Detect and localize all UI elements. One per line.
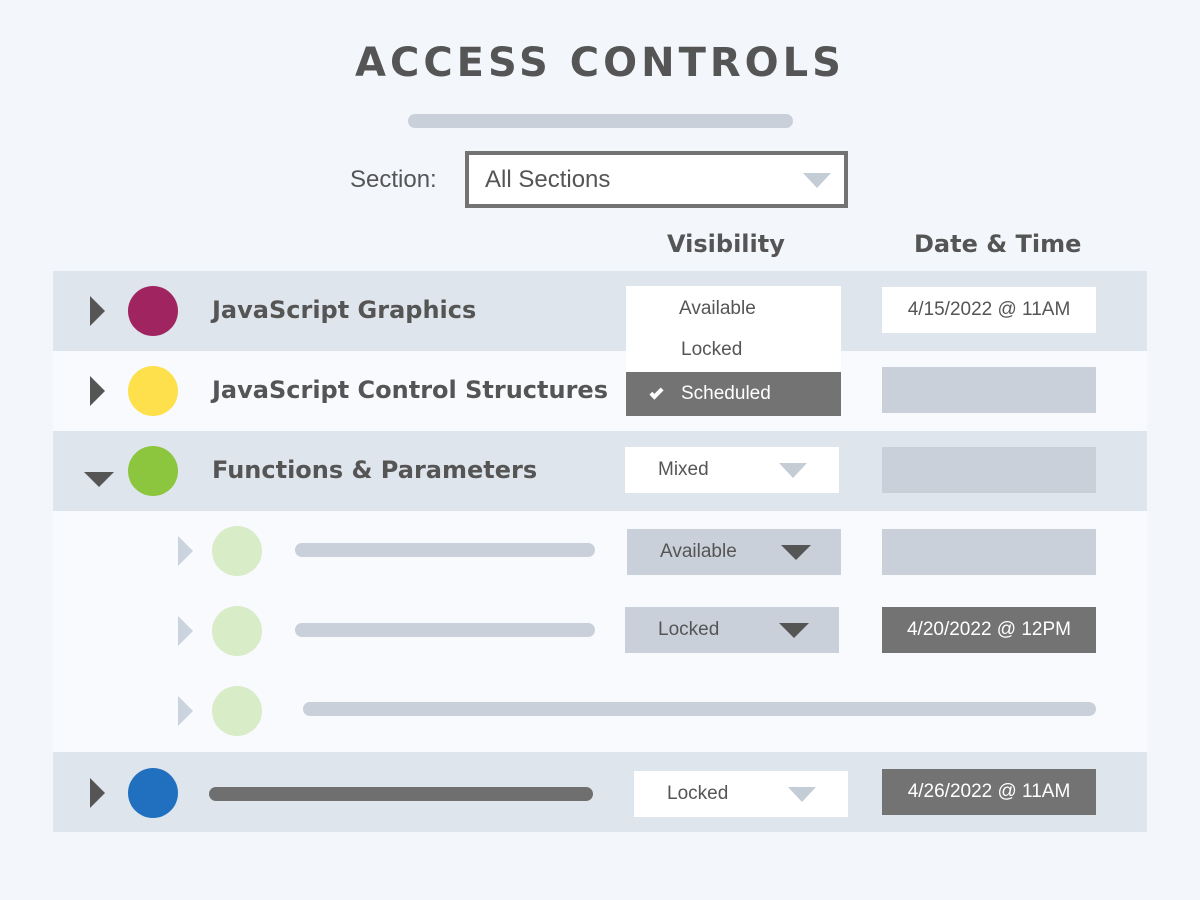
menu-item-available[interactable]: Available bbox=[679, 298, 756, 319]
chevron-down-icon bbox=[781, 545, 811, 560]
row-label-placeholder bbox=[209, 787, 593, 801]
datetime-value: 4/15/2022 @ 11AM bbox=[907, 299, 1071, 320]
visibility-select-value: Locked bbox=[658, 619, 720, 640]
visibility-dropdown-menu: Available Locked Scheduled bbox=[626, 286, 841, 416]
datetime-field[interactable]: 4/26/2022 @ 11AM bbox=[882, 769, 1096, 815]
visibility-select-value: Mixed bbox=[658, 459, 709, 480]
expand-caret-icon[interactable] bbox=[178, 696, 193, 726]
chevron-down-icon bbox=[779, 623, 809, 638]
visibility-select-value: Available bbox=[660, 541, 737, 562]
chevron-down-icon bbox=[788, 787, 816, 802]
chevron-down-icon bbox=[779, 463, 807, 478]
status-dot bbox=[212, 606, 262, 656]
menu-item-locked[interactable]: Locked bbox=[681, 339, 743, 360]
menu-item-scheduled[interactable]: Scheduled bbox=[626, 372, 841, 416]
status-dot bbox=[128, 366, 178, 416]
status-dot bbox=[128, 286, 178, 336]
status-dot bbox=[128, 768, 178, 818]
collapse-caret-icon[interactable] bbox=[84, 472, 114, 487]
chevron-down-icon bbox=[803, 173, 831, 188]
section-select[interactable]: All Sections bbox=[465, 151, 848, 208]
datetime-field[interactable] bbox=[882, 529, 1096, 575]
expand-caret-icon[interactable] bbox=[90, 376, 105, 406]
datetime-field[interactable]: 4/20/2022 @ 12PM bbox=[882, 607, 1096, 653]
status-dot bbox=[128, 446, 178, 496]
datetime-field[interactable] bbox=[882, 367, 1096, 413]
section-filter-label: Section: bbox=[350, 166, 437, 193]
row-label: Functions & Parameters bbox=[212, 456, 538, 484]
datetime-field[interactable]: 4/15/2022 @ 11AM bbox=[882, 287, 1096, 333]
expand-caret-icon[interactable] bbox=[178, 616, 193, 646]
datetime-value: 4/20/2022 @ 12PM bbox=[906, 619, 1071, 640]
datetime-field[interactable] bbox=[882, 447, 1096, 493]
visibility-select[interactable]: Locked bbox=[634, 771, 848, 817]
row-label: JavaScript Graphics bbox=[212, 296, 477, 324]
page-title: ACCESS CONTROLS bbox=[355, 40, 845, 86]
status-dot bbox=[212, 686, 262, 736]
status-dot bbox=[212, 526, 262, 576]
row-label-placeholder bbox=[303, 702, 1096, 716]
expand-caret-icon[interactable] bbox=[90, 778, 105, 808]
datetime-value: 4/26/2022 @ 11AM bbox=[907, 781, 1071, 802]
title-underline bbox=[408, 114, 793, 128]
check-icon bbox=[649, 384, 664, 400]
row-label: JavaScript Control Structures bbox=[212, 376, 608, 404]
visibility-select[interactable]: Mixed bbox=[625, 447, 839, 493]
visibility-select[interactable]: Locked bbox=[625, 607, 839, 653]
row-label-placeholder bbox=[295, 543, 595, 557]
section-select-value: All Sections bbox=[485, 165, 611, 193]
row-label-placeholder bbox=[295, 623, 595, 637]
expand-caret-icon[interactable] bbox=[178, 536, 193, 566]
expand-caret-icon[interactable] bbox=[90, 296, 105, 326]
visibility-select-value: Locked bbox=[667, 783, 729, 804]
column-header-datetime: Date & Time bbox=[914, 230, 1082, 258]
column-header-visibility: Visibility bbox=[667, 230, 785, 258]
visibility-select[interactable]: Available bbox=[627, 529, 841, 575]
